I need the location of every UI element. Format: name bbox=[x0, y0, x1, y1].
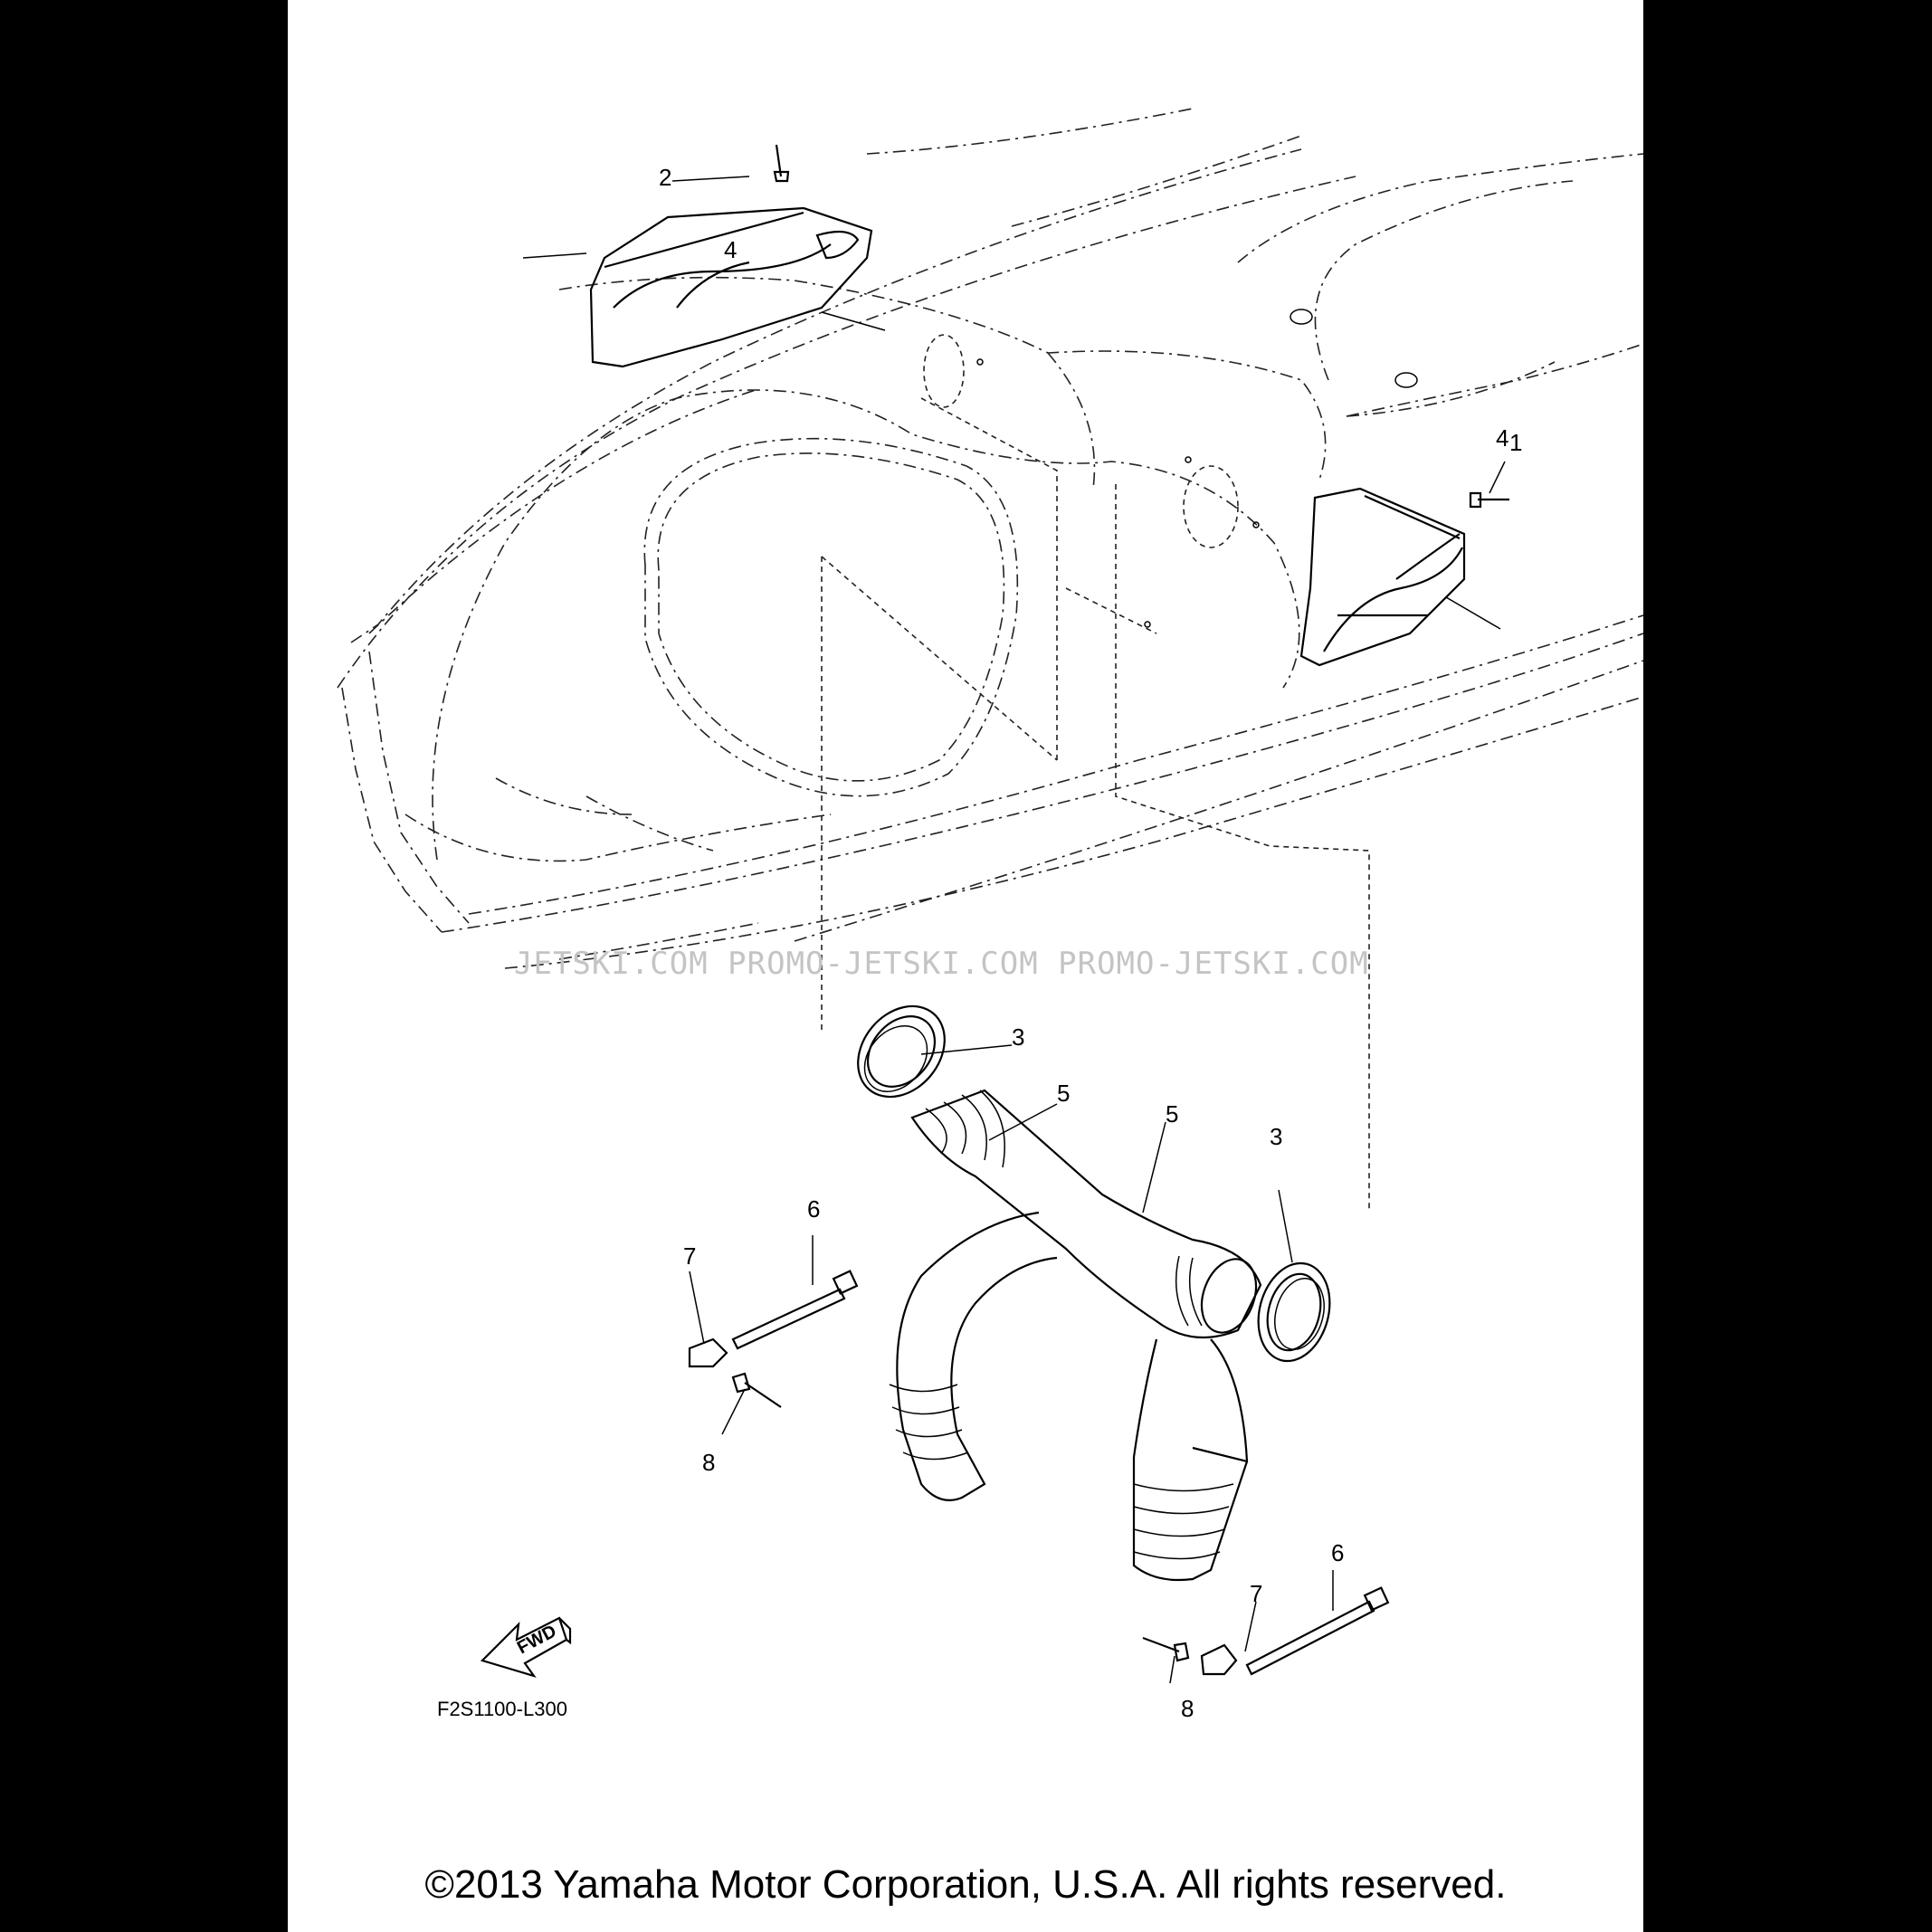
copyright-notice: ©2013 Yamaha Motor Corporation, U.S.A. A… bbox=[424, 1862, 1507, 1907]
callout-2: 2 bbox=[659, 164, 671, 191]
ventilation-duct-left bbox=[589, 206, 886, 368]
cable-tie-right bbox=[1245, 1586, 1390, 1676]
callout-8-left: 8 bbox=[702, 1449, 715, 1476]
cable-tie-left bbox=[731, 1270, 859, 1350]
callout-7-left: 7 bbox=[683, 1242, 696, 1270]
ventilation-duct-right bbox=[1299, 487, 1466, 667]
hull-outline bbox=[337, 108, 1643, 969]
rivet-top-right bbox=[1469, 491, 1509, 509]
callout-6-right: 6 bbox=[1331, 1539, 1344, 1566]
callout-3-right: 3 bbox=[1270, 1123, 1282, 1150]
callout-4-right: 4 bbox=[1496, 424, 1508, 452]
leader-lines bbox=[522, 176, 1506, 1684]
callout-8-right: 8 bbox=[1181, 1695, 1194, 1722]
exploded-view-drawing: 1 2 3 3 4 4 5 5 6 6 7 7 8 8 FWD F2S1100-… bbox=[337, 108, 1643, 1722]
clamp-right bbox=[1200, 1643, 1238, 1676]
clamp-left bbox=[688, 1337, 728, 1368]
grommet-right bbox=[1257, 1261, 1331, 1363]
parts-diagram-sheet: 1 2 3 3 4 4 5 5 6 6 7 7 8 8 FWD F2S1100-… bbox=[288, 0, 1643, 1932]
ventilation-hose-lower bbox=[889, 1211, 1249, 1582]
callout-7-right: 7 bbox=[1250, 1580, 1262, 1607]
rivet-bottom-right bbox=[1142, 1636, 1190, 1662]
callout-5-lower: 5 bbox=[1166, 1100, 1178, 1128]
fwd-label: FWD bbox=[514, 1622, 560, 1659]
callout-6-left: 6 bbox=[807, 1195, 820, 1223]
rivet-top-left bbox=[773, 144, 790, 183]
grommet-left bbox=[857, 1004, 946, 1099]
duct-routing-lines bbox=[821, 397, 1370, 1213]
watermark-text: JETSKI.COM PROMO-JETSKI.COM PROMO-JETSKI… bbox=[514, 946, 1369, 982]
figure-code: F2S1100-L300 bbox=[437, 1698, 567, 1720]
callout-4-left: 4 bbox=[724, 236, 737, 263]
callout-3-left: 3 bbox=[1012, 1023, 1024, 1051]
callout-1: 1 bbox=[1509, 429, 1522, 456]
fwd-arrow-icon: FWD bbox=[480, 1616, 572, 1678]
ventilation-hose-upper bbox=[910, 1089, 1262, 1339]
callout-5-upper: 5 bbox=[1057, 1080, 1070, 1107]
rivet-bottom-left bbox=[731, 1372, 782, 1408]
